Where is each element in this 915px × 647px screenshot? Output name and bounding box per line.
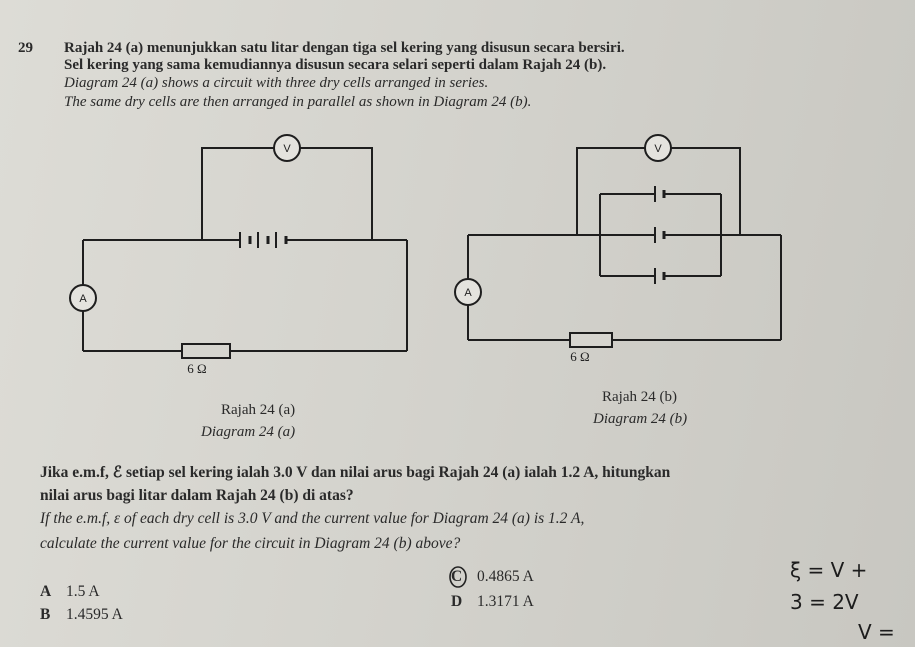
diagram-a-battery-icon — [239, 232, 292, 248]
option-b-letter: B — [40, 606, 51, 623]
question-malay-line-1: Rajah 24 (a) menunjukkan satu litar deng… — [64, 40, 625, 56]
diagram-a-circuit — [69, 134, 408, 359]
option-b[interactable]: B 1.4595 A — [40, 606, 123, 624]
diagram-b-voltmeter-icon — [644, 134, 672, 162]
option-c-letter: C — [451, 568, 463, 585]
option-c-circle-mark — [449, 566, 467, 588]
diagram-a-voltmeter-label: V — [283, 143, 291, 155]
option-d-letter: D — [451, 593, 463, 610]
diagram-b-circuit — [454, 134, 782, 348]
option-a-letter: A — [40, 583, 52, 600]
diagram-a-ammeter-label: A — [79, 293, 87, 305]
diagram-a-resistor-icon — [181, 343, 231, 359]
option-c[interactable]: C 0.4865 A — [451, 568, 534, 586]
stem-english-line-2: calculate the current value for the circ… — [40, 535, 461, 552]
diagram-b-voltmeter-label: V — [654, 143, 662, 155]
question-english-line-1: Diagram 24 (a) shows a circuit with thre… — [64, 75, 489, 91]
option-d-text: 1.3171 A — [477, 593, 534, 610]
diagram-b-resistor-icon — [569, 332, 613, 348]
diagram-b-caption-malay: Rajah 24 (b) — [602, 389, 677, 405]
diagram-b-ammeter-icon — [454, 278, 482, 306]
question-number: 29 — [18, 40, 33, 56]
diagram-b-resistor-label: 6 Ω — [570, 349, 589, 364]
handwritten-note-3: V = — [858, 620, 895, 644]
option-a-text: 1.5 A — [66, 583, 100, 600]
diagram-b-ammeter-label: A — [464, 287, 472, 299]
stem-malay-line-2: nilai arus bagi litar dalam Rajah 24 (b)… — [40, 487, 354, 504]
option-b-text: 1.4595 A — [66, 606, 123, 623]
diagram-a-caption-malay: Rajah 24 (a) — [221, 402, 296, 418]
stem-english-line-1: If the e.m.f, ε of each dry cell is 3.0 … — [40, 510, 585, 527]
question-english-line-2: The same dry cells are then arranged in … — [64, 94, 532, 110]
option-d[interactable]: D 1.3171 A — [451, 593, 534, 611]
diagram-b-parallel-battery-icon — [599, 186, 722, 284]
diagram-b-caption-english: Diagram 24 (b) — [593, 411, 688, 427]
stem-malay-line-1: Jika e.m.f, ℰ setiap sel kering ialah 3.… — [40, 464, 671, 481]
handwritten-note-2: 3 = 2V — [790, 590, 859, 614]
diagram-a-caption-english: Diagram 24 (a) — [201, 424, 296, 440]
diagram-a-voltmeter-icon — [273, 134, 301, 162]
question-malay-line-2: Sel kering yang sama kemudiannya disusun… — [64, 57, 607, 73]
option-c-text: 0.4865 A — [477, 568, 534, 585]
diagram-a-ammeter-icon — [69, 284, 97, 312]
diagram-a-resistor-label: 6 Ω — [187, 361, 206, 376]
option-a[interactable]: A 1.5 A — [40, 583, 100, 601]
handwritten-note-1: ξ = V + — [790, 558, 868, 582]
